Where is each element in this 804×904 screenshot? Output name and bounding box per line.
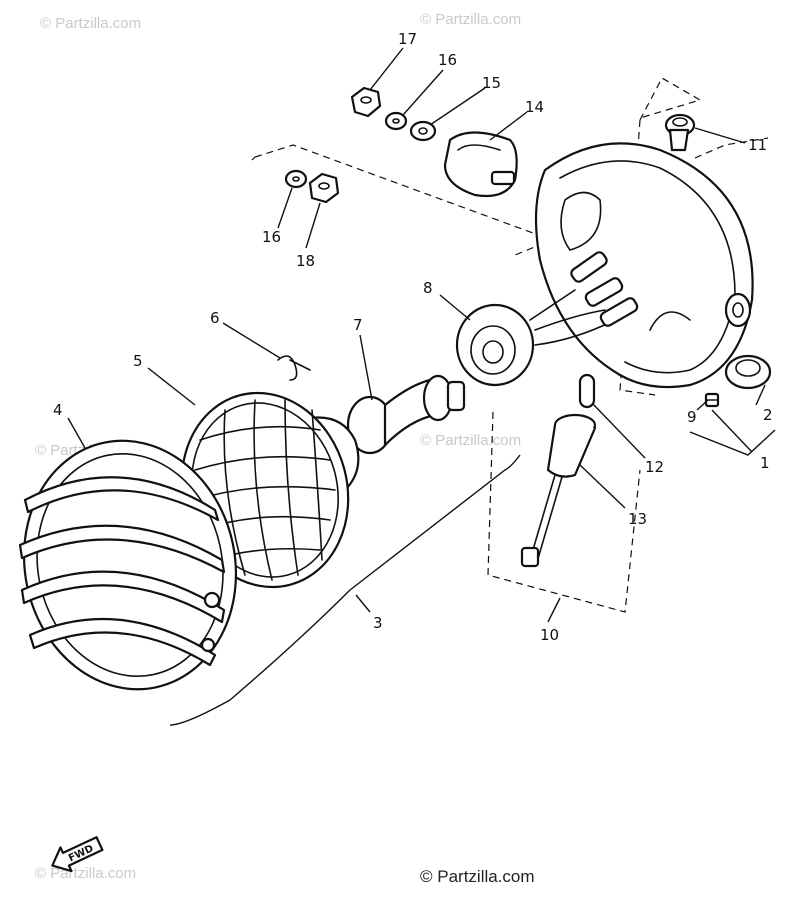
copyright-text: © Partzilla.com bbox=[420, 867, 535, 886]
watermark: © Partzilla.com bbox=[40, 15, 141, 32]
callout-3: 3 bbox=[373, 614, 383, 632]
callout-17: 17 bbox=[398, 30, 417, 48]
callouts: 1 2 3 4 5 6 7 8 9 10 11 12 13 14 15 16 1… bbox=[53, 30, 773, 644]
callout-13: 13 bbox=[628, 510, 647, 528]
callout-10: 10 bbox=[540, 626, 559, 644]
callout-2: 2 bbox=[763, 406, 773, 424]
callout-11: 11 bbox=[748, 136, 767, 154]
copyright-notice: © Partzilla.com bbox=[420, 867, 535, 886]
callout-4: 4 bbox=[53, 401, 63, 419]
callout-1: 1 bbox=[760, 454, 770, 472]
watermark: © Partzilla.com bbox=[420, 11, 521, 28]
callout-5: 5 bbox=[133, 352, 143, 370]
callout-18: 18 bbox=[296, 252, 315, 270]
relay bbox=[443, 131, 518, 198]
callout-15: 15 bbox=[482, 74, 501, 92]
watermark: © Partzilla.com bbox=[35, 865, 136, 882]
callout-9: 9 bbox=[687, 408, 697, 426]
headlight-shell bbox=[534, 142, 754, 389]
leader-lines bbox=[67, 47, 766, 623]
callout-12: 12 bbox=[645, 458, 664, 476]
bracket-3 bbox=[169, 454, 521, 726]
callout-16: 16 bbox=[438, 51, 457, 69]
grommet bbox=[724, 354, 772, 390]
nut-11 bbox=[664, 113, 696, 152]
callout-14: 14 bbox=[525, 98, 544, 116]
grille-rim bbox=[18, 439, 238, 691]
bulb-socket bbox=[455, 251, 639, 387]
socket-13 bbox=[520, 413, 597, 568]
bracket-1 bbox=[689, 429, 776, 456]
watermark: © Partzilla.com bbox=[420, 432, 521, 449]
callout-7: 7 bbox=[353, 316, 363, 334]
callout-6: 6 bbox=[210, 309, 220, 327]
group-box-11 bbox=[639, 77, 702, 121]
group-box-10 bbox=[487, 411, 641, 613]
bulb-12 bbox=[578, 373, 596, 409]
clip bbox=[277, 355, 311, 381]
callout-8: 8 bbox=[423, 279, 433, 297]
hardware bbox=[284, 86, 437, 204]
bulb-7 bbox=[346, 374, 466, 455]
callout-16: 16 bbox=[262, 228, 281, 246]
